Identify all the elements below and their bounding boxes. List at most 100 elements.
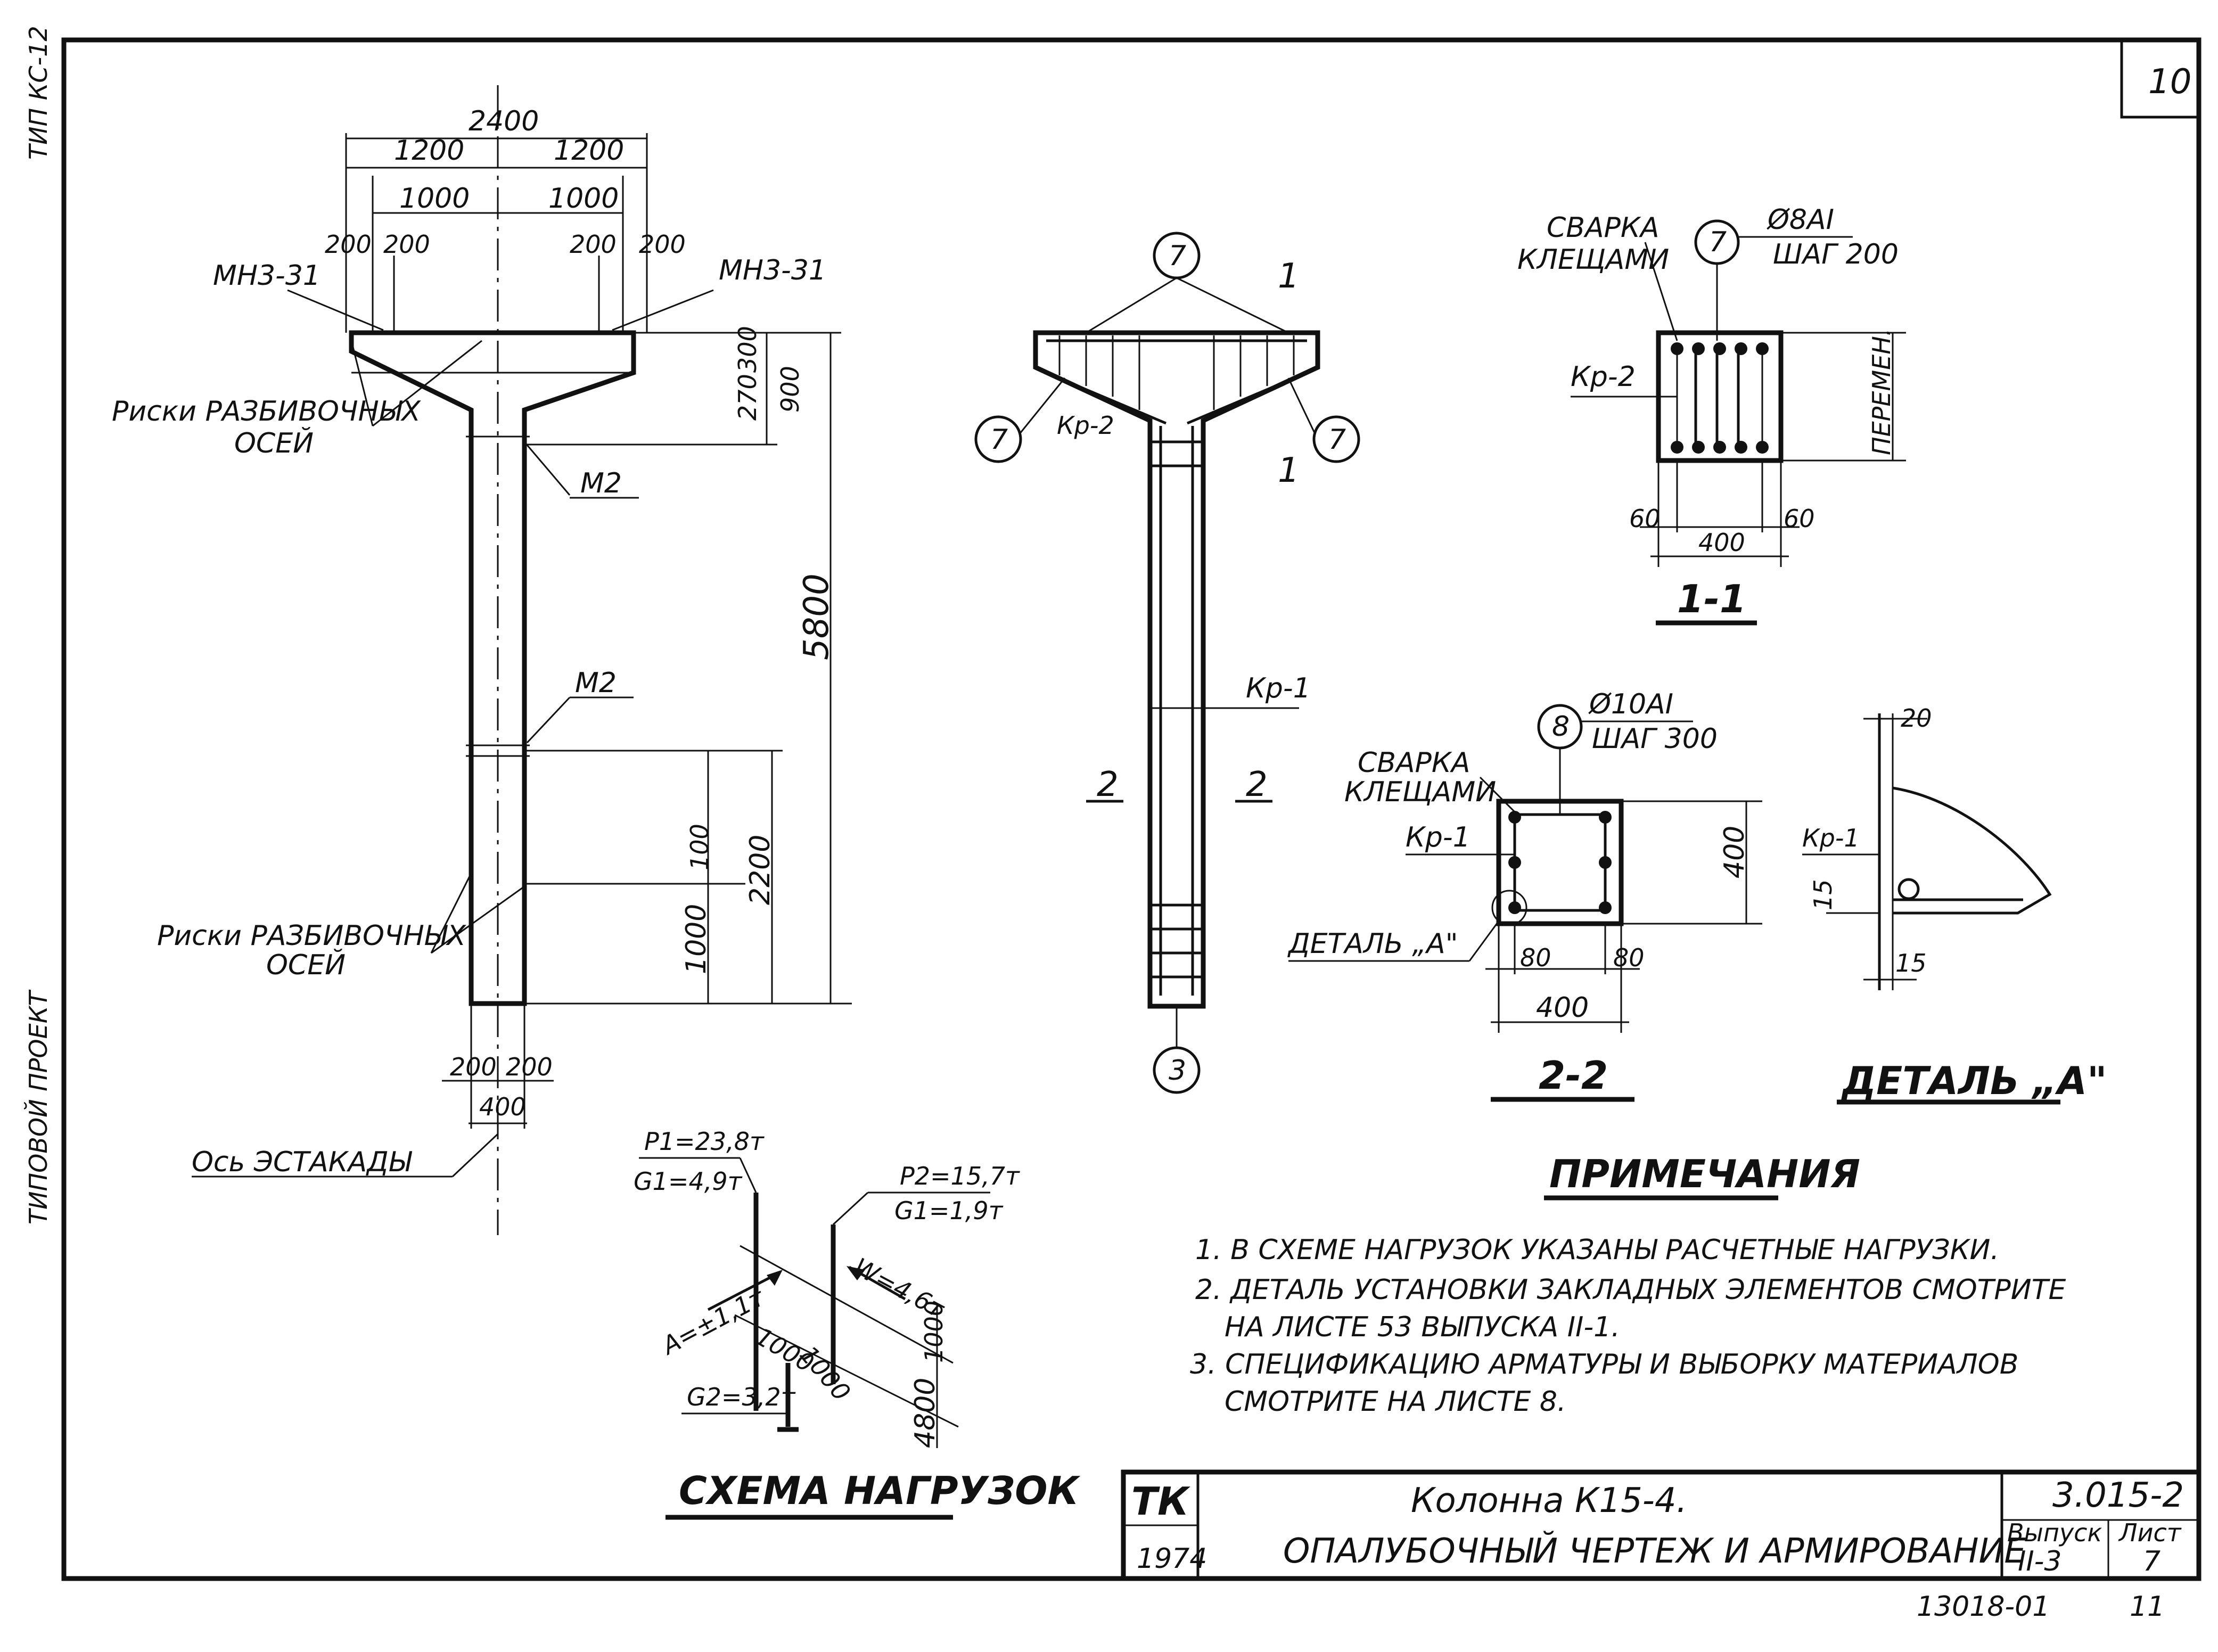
dim-200-c: 200 (570, 230, 617, 259)
year: 1974 (1137, 1543, 1207, 1575)
dim-15-bottom: 15 (1895, 949, 1927, 977)
load-g2: G2=3,2т (687, 1383, 796, 1411)
bar-step-2-2: ШАГ 300 (1592, 723, 1718, 755)
label-riski-top: Риски РАЗБИВОЧНЫХ (112, 396, 421, 428)
dim-60-left: 60 (1629, 504, 1661, 533)
title-detail-a: ДЕТАЛЬ „А" (1841, 1058, 2107, 1103)
page-number: 11 (2130, 1591, 2165, 1623)
bubble-7-right (1312, 415, 1360, 463)
title-1-1: 1-1 (1677, 577, 1746, 621)
load-scheme: P1=23,8т G1=4,9т P2=15,7т G1=1,9т W=4,6т… (634, 1127, 1080, 1520)
dim-400-1-1: 400 (1698, 528, 1745, 557)
label-kr2-elevation: Кр-2 (1057, 411, 1114, 440)
label-kr2-1-1: Кр-2 (1571, 361, 1636, 393)
sheet-number: 10 (2148, 62, 2191, 102)
label-m2-mid: М2 (575, 667, 617, 699)
column-elevation: 2400 1200 1200 1000 1000 200 200 200 200… (112, 85, 852, 1235)
dim-1000-left: 1000 (399, 183, 470, 215)
sheet-label: Лист (2118, 1518, 2182, 1547)
dim-200-a: 200 (325, 230, 372, 259)
section-mark-2-right: 2 (1246, 765, 1268, 804)
note-3: 3. СПЕЦИФИКАЦИЮ АРМАТУРЫ И ВЫБОРКУ МАТЕР… (1190, 1349, 2018, 1380)
side-text-bottom: ТИПОВОЙ ПРОЕКТ (24, 989, 53, 1224)
archive-number: 13018-01 (1917, 1591, 2050, 1623)
detail-a: 20 15 15 Кр-1 ДЕТАЛЬ „А" (1802, 704, 2107, 1105)
section-1-1: СВАРКА КЛЕЩАМИ 7 Ø8АI ШАГ 200 Кр-2 ПЕРЕМ… (1517, 204, 1906, 626)
logo: ТК (1131, 1479, 1190, 1524)
issue-value: II-3 (2018, 1546, 2062, 1577)
load-dim-4800: 4800 (909, 1378, 941, 1448)
bar-step-1-1: ШАГ 200 (1773, 239, 1899, 270)
bubble-7-top-text: 7 (1169, 240, 1186, 272)
label-mnz-right: МН3-31 (719, 254, 826, 286)
label-riski-top-2: ОСЕЙ (234, 427, 314, 459)
bubble-7-section-text: 7 (1709, 226, 1727, 258)
side-text-top: ТИП КС-12 (24, 26, 53, 160)
note-2-cont: НА ЛИСТЕ 53 ВЫПУСКА II-1. (1225, 1311, 1620, 1343)
stirrups-shaft (1150, 440, 1203, 979)
detail-a-marker (1491, 890, 1527, 926)
bubble-7-left (974, 415, 1022, 463)
dim-15-left: 15 (1809, 879, 1837, 910)
section-mark-1-top: 1 (1278, 257, 1300, 296)
section-mark-2-left: 2 (1097, 765, 1119, 804)
dim-80-right: 80 (1613, 943, 1645, 972)
dim-900: 900 (776, 366, 804, 413)
dim-1000-right: 1000 (548, 183, 619, 215)
load-g1-right: G1=1,9т (894, 1196, 1004, 1225)
section-mark-1-bottom: 1 (1278, 451, 1300, 490)
drawing-name: Колонна К15-4. (1411, 1481, 1687, 1521)
bars-1-1 (1671, 342, 1769, 454)
notes: ПРИМЕЧАНИЯ 1. В СХЕМЕ НАГРУЗОК УКАЗАНЫ Р… (1190, 1152, 2066, 1418)
dim-200-d: 200 (639, 230, 686, 259)
notes-title: ПРИМЕЧАНИЯ (1549, 1152, 1860, 1196)
label-kr1-2-2: Кр-1 (1406, 821, 1471, 853)
dim-1200-right: 1200 (554, 135, 624, 167)
label-riski-bottom-2: ОСЕЙ (266, 949, 346, 981)
label-welding-2-2: СВАРКА (1358, 747, 1470, 779)
label-welding-1-1: СВАРКА (1547, 212, 1659, 244)
bubble-7-right-text: 7 (1328, 424, 1346, 456)
label-axis: Ось ЭСТАКАДЫ (192, 1146, 413, 1178)
label-riski-bottom: Риски РАЗБИВОЧНЫХ (157, 920, 466, 952)
label-welding-2-2-2: КЛЕЩАМИ (1344, 776, 1496, 808)
load-dim-1000-c: 1000 (919, 1301, 948, 1363)
sheet-value: 7 (2143, 1546, 2161, 1577)
dim-2400: 2400 (469, 105, 539, 137)
bars-2-2 (1508, 811, 1612, 914)
dim-270: 270 (733, 374, 762, 421)
note-3-cont: СМОТРИТЕ НА ЛИСТЕ 8. (1225, 1386, 1566, 1418)
bar-spec-2-2: Ø10АI (1588, 688, 1673, 720)
dim-300: 300 (733, 326, 762, 373)
label-welding-1-1-2: КЛЕЩАМИ (1517, 244, 1669, 276)
title-2-2: 2-2 (1539, 1053, 1608, 1098)
dim-5800: 5800 (797, 573, 836, 660)
bubble-7-left-text: 7 (990, 424, 1008, 456)
dim-60-right: 60 (1784, 504, 1815, 533)
label-m2-top: М2 (580, 467, 622, 499)
drawing-subtitle: ОПАЛУБОЧНЫЙ ЧЕРТЕЖ И АРМИРОВАНИЕ (1283, 1531, 2026, 1571)
section-2-2: 8 Ø10АI ШАГ 300 СВАРКА КЛЕЩАМИ Кр-1 ДЕТА… (1287, 688, 1762, 1102)
label-kr1-detail: Кр-1 (1802, 824, 1860, 852)
bubble-8-text: 8 (1552, 711, 1570, 743)
stirrups-top (1058, 335, 1295, 410)
note-1: 1. В СХЕМЕ НАГРУЗОК УКАЗАНЫ РАСЧЕТНЫЕ НА… (1195, 1234, 1999, 1266)
title-load-scheme: СХЕМА НАГРУЗОК (679, 1468, 1080, 1513)
drawing-code: 3.015-2 (2052, 1476, 2184, 1515)
label-mnz-left: МН3-31 (213, 260, 321, 292)
dim-100: 100 (685, 824, 714, 870)
dim-20: 20 (1901, 704, 1932, 733)
dim-1000: 1000 (680, 904, 712, 974)
bubble-3-text: 3 (1169, 1055, 1186, 1087)
load-p1: P1=23,8т (644, 1127, 765, 1156)
dim-2200: 2200 (744, 835, 776, 905)
dim-200-b: 200 (383, 230, 430, 259)
reinforcement-elevation: 7 7 7 3 1 1 2 2 Кр-2 Кр-1 (974, 232, 1360, 1094)
label-variable: ПЕРЕМЕН. (1867, 328, 1896, 455)
load-a: A=±1,1т (656, 1283, 769, 1361)
label-detail-a-ref: ДЕТАЛЬ „А" (1287, 928, 1458, 960)
dim-1200-left: 1200 (394, 135, 464, 167)
bar-spec-1-1: Ø8АI (1767, 204, 1834, 236)
title-block: ТК 1974 Колонна К15-4. ОПАЛУБОЧНЫЙ ЧЕРТЕ… (1121, 1469, 2201, 1623)
note-2: 2. ДЕТАЛЬ УСТАНОВКИ ЗАКЛАДНЫХ ЭЛЕМЕНТОВ … (1195, 1274, 2066, 1306)
